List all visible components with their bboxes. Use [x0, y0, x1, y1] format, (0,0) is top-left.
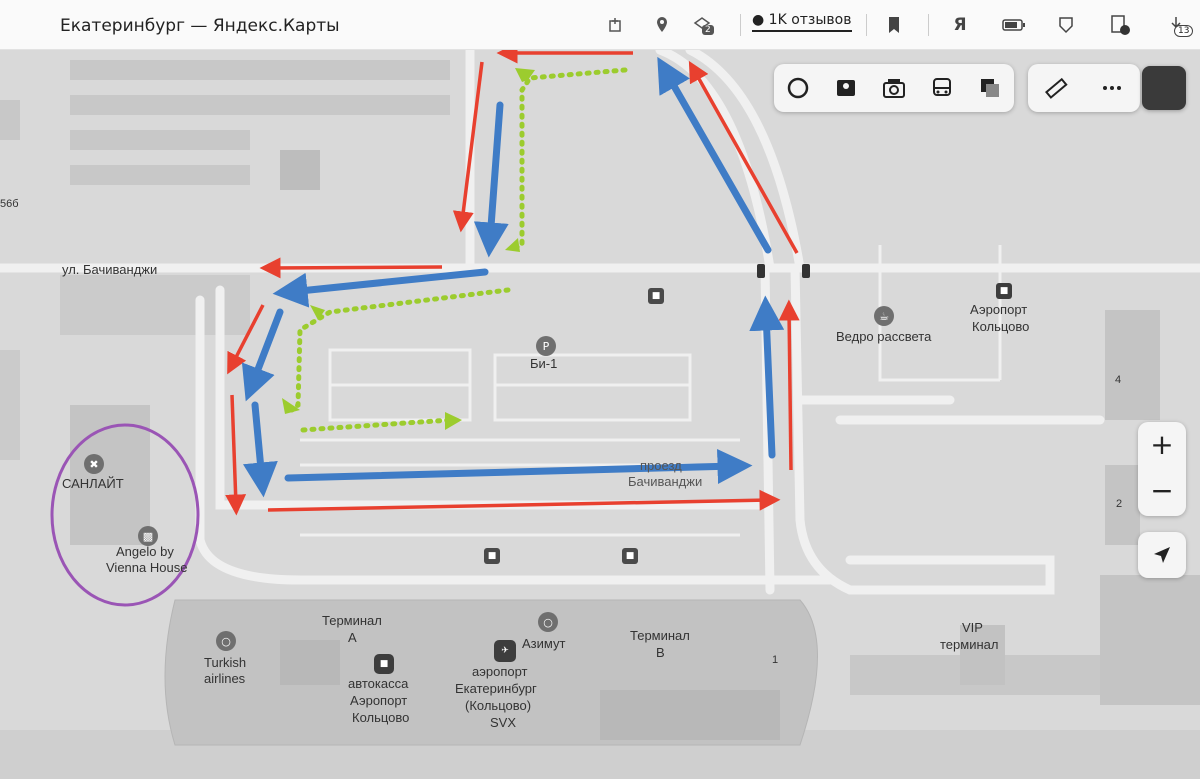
building-number: 2: [1116, 498, 1123, 510]
map-tools-bar: [1028, 64, 1140, 112]
terminal-label: Терминал: [322, 613, 382, 628]
photo-icon[interactable]: [870, 64, 918, 112]
map-graphics[interactable]: [0, 50, 1200, 779]
screenshot-icon[interactable]: [1108, 13, 1132, 37]
ruler-icon[interactable]: [1028, 64, 1084, 112]
separator: [740, 14, 741, 36]
zoom-control: + −: [1138, 422, 1186, 516]
reviews-button[interactable]: ● 1K отзывов: [752, 12, 852, 32]
separator: [928, 14, 929, 36]
poi-label: Екатеринбург: [455, 681, 537, 696]
poi-label: Кольцово: [972, 319, 1030, 334]
map-canvas[interactable]: ул. Бачиванджи 56б проезд Бачиванджи P Б…: [0, 50, 1200, 779]
poi-label: Ведро рассвета: [836, 329, 932, 344]
terminal-label: Терминал: [630, 628, 690, 643]
poi-label: (Кольцово): [465, 698, 532, 713]
yandex-icon[interactable]: Я: [953, 15, 967, 35]
poi-label: автокасса: [348, 676, 409, 691]
collections-icon[interactable]: 2: [690, 13, 714, 37]
bus-stop-icon[interactable]: ■: [996, 283, 1012, 299]
bus-icon[interactable]: ■: [374, 654, 394, 674]
poi-label: Аэропорт: [970, 302, 1028, 317]
poi-circle-icon[interactable]: ○: [216, 631, 236, 651]
bookmark-icon[interactable]: [882, 13, 906, 37]
navigation-arrow-icon: [1154, 547, 1170, 563]
tabs-badge: 2: [702, 25, 714, 35]
street-label: ул. Бачиванджи: [62, 262, 158, 277]
transport-icon[interactable]: [918, 64, 966, 112]
parking-meter-icon[interactable]: ■: [648, 288, 664, 304]
poi-label: Би-1: [530, 356, 558, 371]
street-label: проезд: [640, 458, 682, 473]
locate-me-button[interactable]: [1138, 532, 1186, 578]
poi-label: Angelo by: [116, 544, 174, 559]
more-icon[interactable]: [1084, 64, 1140, 112]
building-number: 1: [772, 654, 779, 666]
pin-icon[interactable]: [650, 13, 674, 37]
hotel-icon[interactable]: ▩: [138, 526, 158, 546]
poi-label: Азимут: [522, 636, 566, 651]
parking-meter-icon[interactable]: ■: [484, 548, 500, 564]
page-title: Екатеринбург — Яндекс.Карты: [60, 16, 340, 36]
downloads-badge: 13: [1174, 25, 1194, 37]
map-layers-bar: [774, 64, 1014, 112]
add-tab-icon[interactable]: [604, 13, 628, 37]
airport-icon[interactable]: ✈: [494, 640, 516, 662]
poi-label: аэропорт: [472, 664, 528, 679]
people-icon[interactable]: [822, 64, 870, 112]
poi-label: Vienna House: [106, 560, 188, 575]
building-number: 4: [1115, 374, 1122, 386]
poi-label: airlines: [204, 671, 246, 686]
reviews-label: 1K отзывов: [768, 12, 852, 28]
comment-icon: ●: [752, 12, 765, 28]
cafe-icon[interactable]: ☕: [874, 306, 894, 326]
poi-label: Кольцово: [352, 710, 410, 725]
terminal-label: В: [656, 645, 665, 660]
zoom-in-button[interactable]: +: [1150, 428, 1174, 461]
poi-label: SVX: [490, 715, 517, 730]
highlight-ellipse: [50, 423, 200, 607]
panorama-icon[interactable]: [774, 64, 822, 112]
downloads-icon[interactable]: 13: [1164, 13, 1194, 37]
parking-meter-icon[interactable]: ■: [622, 548, 638, 564]
poi-label: Аэропорт: [350, 693, 408, 708]
poi-circle-icon[interactable]: ○: [538, 612, 558, 632]
building-number: 56б: [0, 198, 19, 210]
poi-label: САНЛАЙТ: [62, 476, 124, 491]
protect-icon[interactable]: [1054, 13, 1078, 37]
separator: [866, 14, 867, 36]
zoom-out-button[interactable]: −: [1150, 474, 1174, 507]
terminal-label: А: [348, 630, 357, 645]
poi-label: Turkish: [204, 655, 247, 670]
poi-label: терминал: [940, 637, 999, 652]
avatar[interactable]: [1142, 66, 1186, 110]
poi-label: VIP: [962, 620, 983, 635]
layers-icon[interactable]: [966, 64, 1014, 112]
battery-icon[interactable]: [1002, 13, 1026, 37]
browser-titlebar: Екатеринбург — Яндекс.Карты 2 ● 1K отзыв…: [0, 0, 1200, 50]
parking-icon[interactable]: P: [536, 336, 556, 356]
restaurant-icon[interactable]: ✖: [84, 454, 104, 474]
street-label: Бачиванджи: [628, 474, 703, 489]
